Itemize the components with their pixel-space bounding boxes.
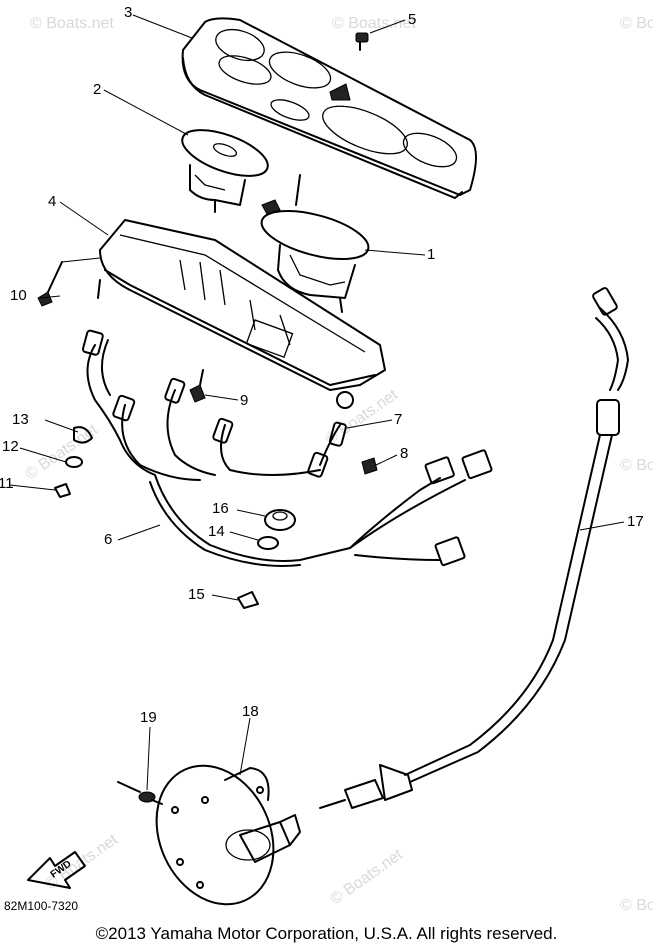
wiring-harness-6	[81, 329, 493, 567]
copyright-notice: ©2013 Yamaha Motor Corporation, U.S.A. A…	[95, 924, 558, 943]
watermark: © Boats.net	[332, 15, 416, 32]
callout-4: 4	[48, 193, 56, 210]
watermark: © Boats.net	[620, 457, 653, 474]
socket-7	[328, 421, 347, 447]
callout-10: 10	[10, 287, 27, 304]
leader-lines	[9, 14, 625, 791]
callout-18: 18	[242, 703, 259, 720]
gauge-2	[181, 129, 269, 213]
meter-case-4	[97, 219, 386, 409]
bulb-socket-9	[189, 384, 206, 403]
meter-cover-panel	[181, 17, 477, 199]
callout-17: 17	[627, 513, 644, 530]
grommet-14	[257, 536, 279, 550]
watermark: © Boats.net	[323, 386, 402, 448]
callout-9: 9	[240, 392, 248, 409]
watermark: © Boats.net	[620, 15, 653, 32]
speedometer-drive-18	[155, 764, 301, 906]
callout-1: 1	[427, 246, 435, 263]
pin-19	[117, 781, 163, 805]
callout-19: 19	[140, 709, 157, 726]
callout-15: 15	[188, 586, 205, 603]
screw-8	[361, 457, 378, 475]
clip-15	[237, 591, 259, 609]
callout-16: 16	[212, 500, 229, 517]
grommet-13	[73, 426, 93, 444]
callout-2: 2	[93, 81, 101, 98]
callout-numbers: 3 5 2 4 1 10 9 13 7 12 8 11 16 17 14 6 1…	[0, 4, 644, 726]
watermark: © Boats.net	[30, 15, 114, 32]
callout-5: 5	[408, 11, 416, 28]
grommet-16	[264, 509, 296, 531]
callout-14: 14	[208, 523, 225, 540]
callout-8: 8	[400, 445, 408, 462]
reference-code: 82M100-7320	[4, 899, 79, 913]
mounting-screw	[295, 174, 301, 206]
gauge-1	[260, 199, 370, 313]
callout-12: 12	[2, 438, 19, 455]
callout-13: 13	[12, 411, 29, 428]
callout-3: 3	[124, 4, 132, 21]
washer-12	[65, 456, 83, 468]
screw-5	[355, 32, 369, 51]
speedometer-cable-17	[319, 287, 629, 809]
callout-11: 11	[0, 475, 14, 492]
watermark: © Boats.net	[620, 897, 653, 914]
callout-7: 7	[394, 411, 402, 428]
watermark: © Boats.net	[328, 846, 407, 908]
screw-10	[37, 257, 101, 307]
nut-11	[54, 483, 71, 498]
callout-6: 6	[104, 531, 112, 548]
